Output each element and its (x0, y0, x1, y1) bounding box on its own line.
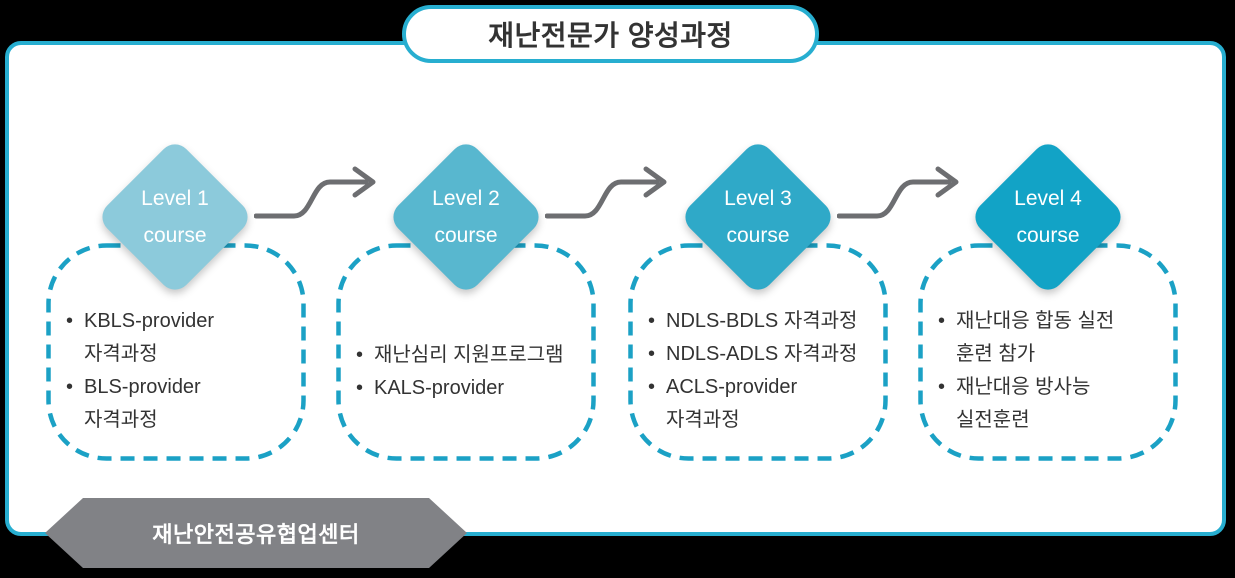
list-item: KBLS-provider 자격과정 (64, 305, 294, 371)
level-name: Level 3 (724, 187, 792, 210)
list-item: 재난심리 지원프로그램 (354, 339, 584, 372)
level-4-course-list: 재난대응 합동 실전 훈련 참가 재난대응 방사능 실전훈련 (918, 243, 1178, 437)
level-2-label: Level 2 course (410, 161, 522, 273)
footer-badge: 재난안전공유협업센터 (45, 498, 467, 568)
level-4-label: Level 4 course (992, 161, 1104, 273)
level-1-diamond: Level 1 course (95, 137, 255, 297)
level-4-diamond: Level 4 course (968, 137, 1128, 297)
level-3-diamond: Level 3 course (678, 137, 838, 297)
level-1-label: Level 1 course (119, 161, 231, 273)
level-name: Level 1 (141, 187, 209, 210)
level-sub: course (726, 224, 790, 247)
arrow-icon (254, 166, 376, 219)
level-sub: course (434, 224, 498, 247)
level-name: Level 2 (432, 187, 500, 210)
level-name: Level 4 (1014, 187, 1082, 210)
level-4-course-box: 재난대응 합동 실전 훈련 참가 재난대응 방사능 실전훈련 (918, 243, 1178, 461)
title-box: 재난전문가 양성과정 (402, 5, 819, 63)
level-3-label: Level 3 course (702, 161, 814, 273)
level-3-course-box: NDLS-BDLS 자격과정 NDLS-ADLS 자격과정 ACLS-provi… (628, 243, 888, 461)
list-item: BLS-provider 자격과정 (64, 371, 294, 437)
list-item: NDLS-BDLS 자격과정 (646, 305, 876, 338)
level-sub: course (1016, 224, 1080, 247)
level-sub: course (143, 224, 207, 247)
list-item: KALS-provider (354, 372, 584, 405)
list-item: NDLS-ADLS 자격과정 (646, 338, 876, 371)
list-item: ACLS-provider 자격과정 (646, 371, 876, 437)
level-3-course-list: NDLS-BDLS 자격과정 NDLS-ADLS 자격과정 ACLS-provi… (628, 243, 888, 437)
page-title: 재난전문가 양성과정 (488, 20, 733, 51)
main-panel (5, 41, 1226, 536)
list-item: 재난대응 합동 실전 훈련 참가 (936, 305, 1166, 371)
level-2-diamond: Level 2 course (386, 137, 546, 297)
arrow-icon (837, 166, 959, 219)
arrow-icon (545, 166, 667, 219)
level-1-course-list: KBLS-provider 자격과정 BLS-provider 자격과정 (46, 243, 306, 437)
footer-badge-label: 재난안전공유협업센터 (152, 522, 360, 547)
list-item: 재난대응 방사능 실전훈련 (936, 371, 1166, 437)
level-2-course-list: 재난심리 지원프로그램 KALS-provider (336, 243, 596, 405)
